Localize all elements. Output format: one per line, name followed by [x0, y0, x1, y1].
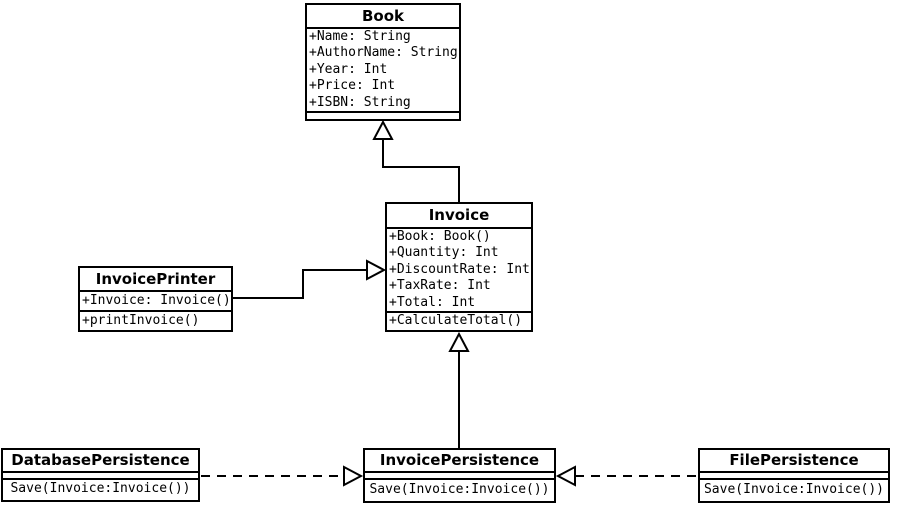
generalization-invoicepersistence-to-invoice — [448, 331, 470, 448]
class-name-invoiceprinter: InvoicePrinter — [80, 268, 231, 292]
hollow-triangle-arrowhead — [343, 465, 364, 487]
hollow-triangle-arrowhead — [448, 331, 470, 352]
method-row: +CalculateTotal() — [389, 313, 523, 328]
hollow-triangle-arrowhead — [555, 465, 576, 487]
class-name-invoice: Invoice — [387, 204, 531, 229]
attribute-row: +ISBN: String — [309, 94, 411, 110]
class-attributes-book: +Name: String +AuthorName: String +Year:… — [307, 29, 459, 113]
class-methods-invoice: +CalculateTotal() — [387, 313, 531, 330]
method-row: +printInvoice() — [82, 313, 200, 328]
class-methods-databasepersistence: Save(Invoice:Invoice()) — [3, 480, 198, 500]
attribute-row: +Book: Book() — [389, 229, 491, 244]
class-methods-book-empty — [307, 113, 459, 119]
attribute-row: +Name: String — [309, 29, 411, 44]
class-attributes-invoicepersistence-empty — [365, 473, 554, 480]
class-methods-invoiceprinter: +printInvoice() — [80, 312, 231, 330]
hollow-triangle-arrowhead — [372, 119, 394, 140]
class-attributes-filepersistence-empty — [700, 473, 888, 480]
attribute-row: +Total: Int — [389, 294, 476, 310]
class-box-invoice: Invoice +Book: Book() +Quantity: Int +Di… — [385, 202, 533, 332]
class-name-filepersistence: FilePersistence — [700, 450, 888, 473]
attribute-row: +TaxRate: Int — [389, 278, 491, 294]
class-box-databasepersistence: DatabasePersistence Save(Invoice:Invoice… — [1, 448, 200, 502]
class-box-book: Book +Name: String +AuthorName: String +… — [305, 3, 461, 121]
method-row: Save(Invoice:Invoice()) — [369, 482, 550, 497]
class-methods-filepersistence: Save(Invoice:Invoice()) — [700, 480, 888, 501]
attribute-row: +Invoice: Invoice() — [82, 293, 231, 308]
method-row: Save(Invoice:Invoice()) — [703, 482, 884, 497]
realization-databasepersistence-to-invoicepersistence — [201, 465, 364, 487]
class-attributes-databasepersistence-empty — [3, 473, 198, 480]
class-methods-invoicepersistence: Save(Invoice:Invoice()) — [365, 480, 554, 501]
hollow-triangle-arrowhead — [366, 259, 387, 281]
attribute-row: +DiscountRate: Int — [389, 261, 530, 277]
attribute-row: +Quantity: Int — [389, 245, 499, 261]
class-attributes-invoiceprinter: +Invoice: Invoice() — [80, 292, 231, 312]
class-name-invoicepersistence: InvoicePersistence — [365, 450, 554, 473]
attribute-row: +Year: Int — [309, 61, 388, 77]
class-box-invoiceprinter: InvoicePrinter +Invoice: Invoice() +prin… — [78, 266, 233, 332]
method-row: Save(Invoice:Invoice()) — [10, 481, 191, 496]
generalization-invoiceprinter-to-invoice — [233, 259, 387, 299]
class-attributes-invoice: +Book: Book() +Quantity: Int +DiscountRa… — [387, 229, 531, 313]
class-name-book: Book — [307, 5, 459, 29]
class-name-databasepersistence: DatabasePersistence — [3, 450, 198, 473]
class-box-invoicepersistence: InvoicePersistence Save(Invoice:Invoice(… — [363, 448, 556, 503]
class-box-filepersistence: FilePersistence Save(Invoice:Invoice()) — [698, 448, 890, 503]
generalization-invoice-to-book — [372, 119, 460, 202]
attribute-row: +AuthorName: String — [309, 45, 458, 61]
attribute-row: +Price: Int — [309, 78, 396, 94]
realization-filepersistence-to-invoicepersistence — [555, 465, 696, 487]
